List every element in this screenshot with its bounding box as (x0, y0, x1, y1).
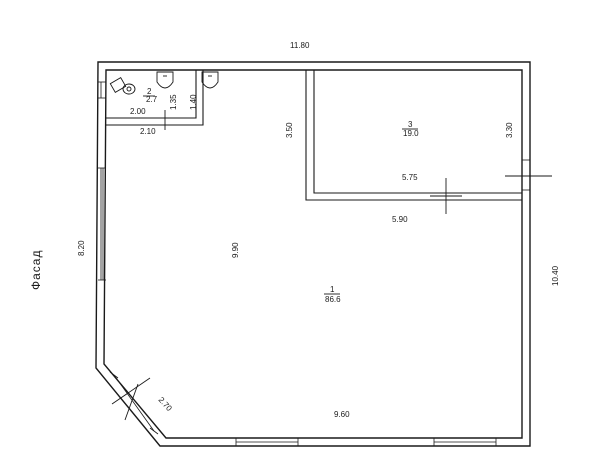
dim-wc-outer-width: 2.10 (140, 127, 156, 136)
dim-total-width: 11.80 (290, 41, 310, 50)
dim-room3-inner-width: 5.75 (402, 173, 418, 182)
dim-wc-height-2: 1.40 (189, 94, 198, 110)
bottom-window-2 (433, 438, 497, 446)
room-3-area: 19.0 (403, 129, 419, 138)
dim-room3-outer-width: 5.90 (392, 215, 408, 224)
dim-wc-height: 1.35 (169, 94, 178, 110)
right-opening (522, 159, 530, 191)
toilet-icon (109, 77, 136, 95)
wc-walls (106, 70, 204, 126)
room-3-number: 3 (408, 120, 413, 129)
room-1-label: 1 86.6 (324, 285, 341, 304)
room-2-number: 2 (147, 87, 152, 96)
facade-label: Фасад (29, 250, 43, 290)
dim-room3-height-right: 3.30 (505, 122, 514, 138)
dim-room1-height: 9.90 (231, 242, 240, 258)
door-marks (111, 110, 552, 421)
left-window (98, 167, 106, 281)
diagonal-window (109, 371, 159, 435)
outer-walls (95, 61, 531, 447)
room-2-label: 2 2.7 (143, 87, 158, 104)
room-1-number: 1 (330, 285, 335, 294)
bottom-window-1 (235, 438, 299, 446)
sink-icon-2 (201, 71, 219, 89)
room-3-label: 3 19.0 (402, 120, 419, 138)
room-1-area: 86.6 (325, 295, 341, 304)
dim-left-height: 8.20 (77, 240, 86, 256)
room-2-area: 2.7 (146, 95, 158, 104)
wc-window (98, 81, 106, 99)
sink-icon-1 (156, 71, 174, 89)
dim-room1-width: 9.60 (334, 410, 350, 419)
room-3-walls (305, 70, 522, 201)
dim-right-height: 10.40 (551, 265, 560, 286)
dim-room3-height-left: 3.50 (285, 122, 294, 138)
dim-wc-width: 2.00 (130, 107, 146, 116)
dim-diagonal: 2.70 (157, 395, 174, 413)
